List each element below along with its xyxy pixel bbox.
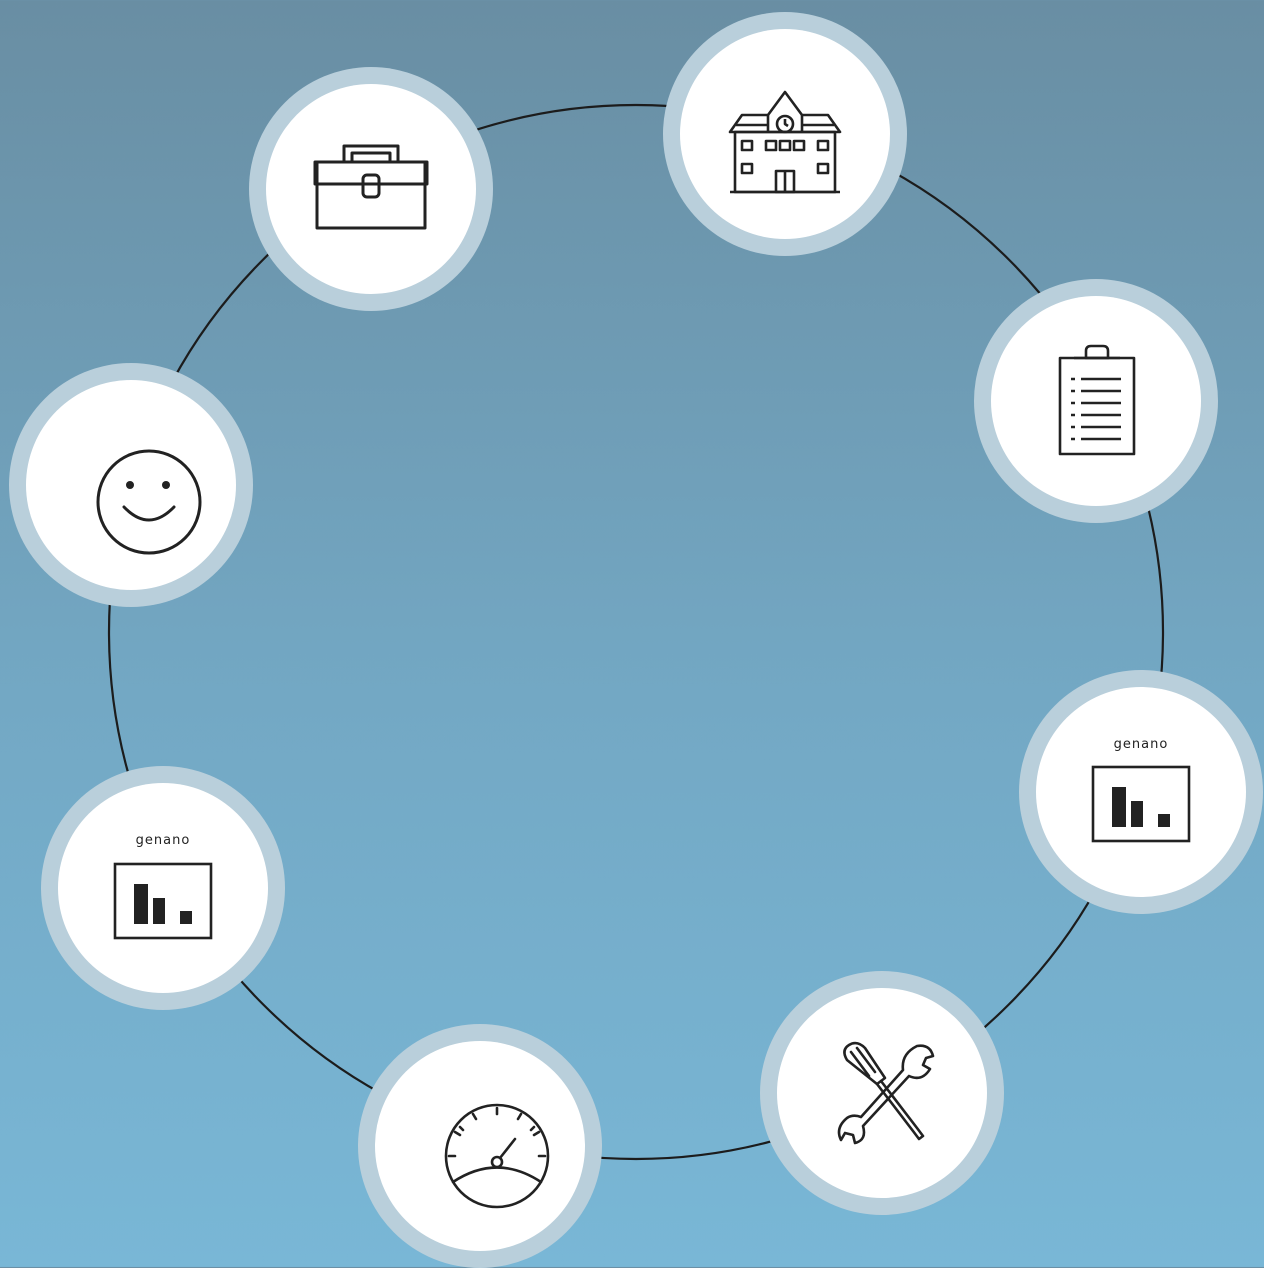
- school-building-icon: [728, 90, 842, 194]
- gauge-node: [358, 1024, 602, 1268]
- genano-label: Genano: [1113, 737, 1169, 752]
- screwdriver-wrench-icon: [837, 1041, 935, 1145]
- checklist-node: [974, 279, 1218, 523]
- genano-device-icon: [1091, 765, 1191, 843]
- genano-device-node-left: Genano: [41, 766, 285, 1010]
- genano-device-icon: [113, 862, 213, 940]
- smiley-node: [9, 363, 253, 607]
- toolbox-node: [249, 67, 493, 311]
- speedometer-icon: [444, 1103, 550, 1209]
- genano-device-node-right: Genano: [1019, 670, 1263, 914]
- genano-label: Genano: [135, 833, 191, 848]
- clipboard-checklist-icon: [1058, 344, 1136, 456]
- tools-node: [760, 971, 1004, 1215]
- smiley-face-icon: [96, 449, 202, 555]
- school-node: [663, 12, 907, 256]
- toolbox-icon: [313, 144, 429, 230]
